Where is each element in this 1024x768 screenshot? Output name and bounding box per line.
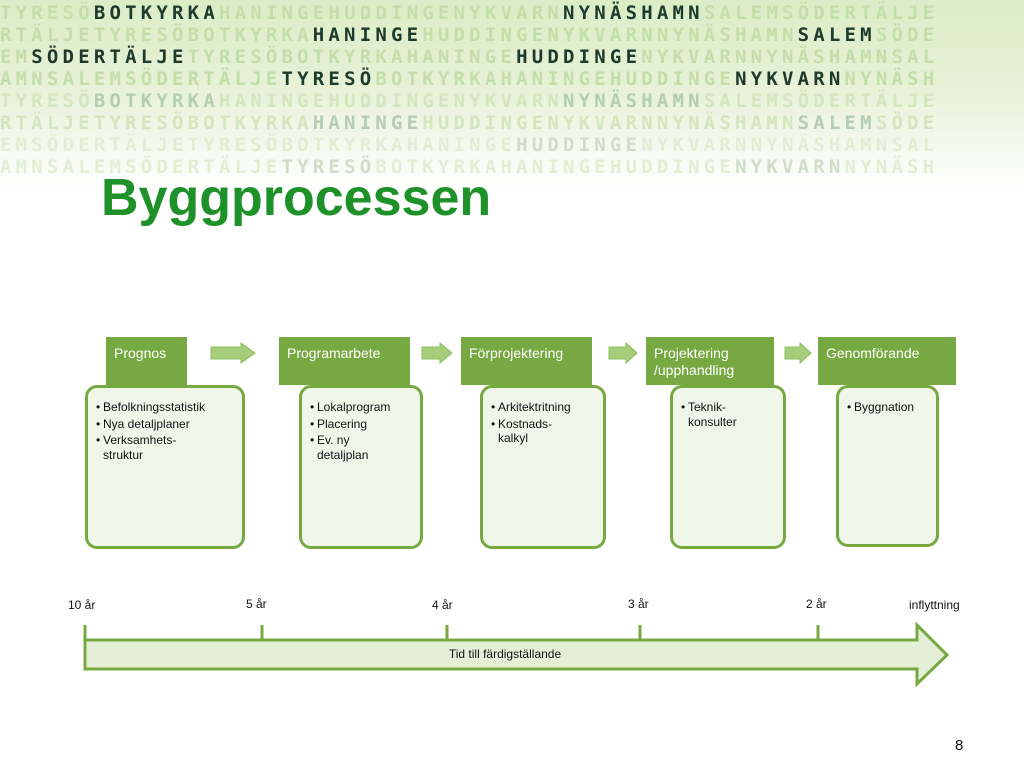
banner-highlight-word: NYNÄSHAMN	[563, 2, 704, 24]
step-item: Byggnation	[847, 400, 930, 415]
step-header-projektering: Projektering /upphandling	[646, 337, 774, 385]
tick-label-2-ar: 2 år	[806, 597, 827, 611]
banner-word: SALEMSÖDERTÄLJE	[703, 90, 939, 112]
banner-highlight-word: BOTKYRKA	[93, 90, 219, 112]
step-box-forprojektering: Arkitektritning Kostnads- kalkyl	[480, 385, 606, 549]
banner-highlight-word: HUDDINGE	[516, 46, 642, 68]
banner-highlight-word: SÖDERTÄLJE	[31, 46, 188, 68]
step-items: Teknik- konsulter	[681, 400, 777, 429]
step-box-genomforande: Byggnation	[836, 385, 939, 547]
banner-highlight-word: NYKVARN	[735, 156, 845, 178]
banner-word: NYKVARNNYNÄSHAMNSAL	[641, 46, 939, 68]
step-item: Verksamhets- struktur	[96, 433, 236, 462]
right-arrow-icon	[784, 342, 812, 364]
step-item: Kostnads- kalkyl	[491, 417, 597, 446]
step-header-genomforande: Genomförande	[818, 337, 956, 385]
banner-word: SÖDE	[875, 112, 939, 134]
tick-label-inflyttning: inflyttning	[909, 598, 960, 612]
banner-row: EMSÖDERTÄLJETYRESÖBOTKYRKAHANINGEHUDDING…	[0, 46, 938, 68]
banner-highlight-word: HANINGE	[312, 24, 423, 46]
banner-word: TYRESÖBOTKYRKAHANINGE	[187, 46, 517, 68]
step-item: Arkitektritning	[491, 400, 597, 415]
banner-highlight-word: NYNÄSHAMN	[563, 90, 704, 112]
banner-highlight-word: BOTKYRKA	[93, 2, 219, 24]
banner-word: SÖDE	[875, 24, 939, 46]
banner-row: EMSÖDERTÄLJETYRESÖBOTKYRKAHANINGEHUDDING…	[0, 134, 938, 156]
tick-label-4-ar: 4 år	[432, 598, 453, 612]
banner-row: TYRESÖBOTKYRKAHANINGEHUDDINGENYKVARNNYNÄ…	[0, 2, 938, 24]
header-banner: TYRESÖBOTKYRKAHANINGEHUDDINGENYKVARNNYNÄ…	[0, 0, 1024, 190]
banner-word: TYRESÖ	[0, 90, 94, 112]
banner-row: TYRESÖBOTKYRKAHANINGEHUDDINGENYKVARNNYNÄ…	[0, 90, 938, 112]
timeline-caption: Tid till färdigställande	[448, 647, 562, 661]
step-item: Nya detaljplaner	[96, 417, 236, 432]
slide-title: Byggprocessen	[101, 169, 492, 227]
banner-word: SALEMSÖDERTÄLJE	[703, 2, 939, 24]
step-item: Teknik- konsulter	[681, 400, 777, 429]
step-items: Byggnation	[847, 400, 930, 415]
banner-word: NYNÄSH	[844, 156, 939, 178]
banner-word: AMNSALEMSÖDERTÄLJE	[0, 68, 282, 90]
right-arrow-icon	[421, 342, 453, 364]
step-item: Placering	[310, 417, 414, 432]
page-number: 8	[955, 737, 964, 754]
banner-highlight-word: SALEM	[797, 24, 876, 46]
banner-highlight-word: NYKVARN	[735, 68, 845, 90]
banner-row: AMNSALEMSÖDERTÄLJETYRESÖBOTKYRKAHANINGEH…	[0, 156, 938, 178]
banner-word: HANINGEHUDDINGENYKVARN	[218, 2, 564, 24]
step-items: Befolkningsstatistik Nya detaljplaner Ve…	[96, 400, 236, 462]
banner-highlight-word: TYRESÖ	[281, 156, 376, 178]
banner-highlight-word: SALEM	[797, 112, 876, 134]
step-items: Arkitektritning Kostnads- kalkyl	[491, 400, 597, 446]
banner-highlight-word: TYRESÖ	[281, 68, 376, 90]
banner-word: RTÄLJETYRESÖBOTKYRKA	[0, 112, 313, 134]
step-header-forprojektering: Förprojektering	[461, 337, 592, 385]
banner-word: TYRESÖ	[0, 2, 94, 24]
right-arrow-icon	[608, 342, 638, 364]
banner-word: HANINGEHUDDINGENYKVARN	[218, 90, 564, 112]
banner-row: AMNSALEMSÖDERTÄLJETYRESÖBOTKYRKAHANINGEH…	[0, 68, 938, 90]
banner-word: HUDDINGENYKVARNNYNÄSHAMN	[422, 112, 798, 134]
banner-word: NYKVARNNYNÄSHAMNSAL	[641, 134, 939, 156]
tick-label-3-ar: 3 år	[628, 597, 649, 611]
tick-label-10-ar: 10 år	[68, 598, 96, 612]
banner-word: HUDDINGENYKVARNNYNÄSHAMN	[422, 24, 798, 46]
banner-word: EMSÖDERTÄLJETYRESÖBOTKYRKAHANINGE	[0, 134, 517, 156]
banner-word: BOTKYRKAHANINGEHUDDINGE	[375, 68, 736, 90]
step-item: Lokalprogram	[310, 400, 414, 415]
banner-highlight-word: HANINGE	[312, 112, 423, 134]
banner-row: RTÄLJETYRESÖBOTKYRKAHANINGEHUDDINGENYKVA…	[0, 24, 938, 46]
banner-word: RTÄLJETYRESÖBOTKYRKA	[0, 24, 313, 46]
banner-word: EM	[0, 46, 32, 68]
step-box-projektering: Teknik- konsulter	[670, 385, 786, 549]
banner-word: NYNÄSH	[844, 68, 939, 90]
right-arrow-icon	[210, 342, 256, 364]
step-box-prognos: Befolkningsstatistik Nya detaljplaner Ve…	[85, 385, 245, 549]
step-items: Lokalprogram Placering Ev. ny detaljplan	[310, 400, 414, 462]
banner-word: BOTKYRKAHANINGEHUDDINGE	[375, 156, 736, 178]
banner-highlight-word: HUDDINGE	[516, 134, 642, 156]
step-item: Ev. ny detaljplan	[310, 433, 414, 462]
step-item: Befolkningsstatistik	[96, 400, 236, 415]
tick-label-5-ar: 5 år	[246, 597, 267, 611]
step-box-programarbete: Lokalprogram Placering Ev. ny detaljplan	[299, 385, 423, 549]
step-header-programarbete: Programarbete	[279, 337, 410, 385]
step-header-prognos: Prognos	[106, 337, 187, 385]
banner-word: AMNSALEMSÖDERTÄLJE	[0, 156, 282, 178]
banner-row: RTÄLJETYRESÖBOTKYRKAHANINGEHUDDINGENYKVA…	[0, 112, 938, 134]
